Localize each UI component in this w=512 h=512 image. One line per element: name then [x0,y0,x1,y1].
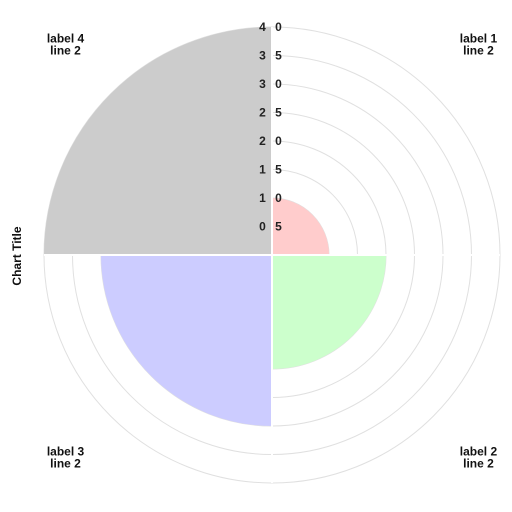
sector-4[interactable] [44,27,272,255]
tick-label: 4 0 [259,20,285,34]
tick-label: 0 5 [259,220,285,234]
sector-1[interactable] [272,198,329,255]
sector-separators [44,27,500,483]
tick-label: 1 5 [259,163,285,177]
tick-label: 2 0 [259,134,285,148]
tick-label: 2 5 [259,106,285,120]
tick-label: 3 5 [259,49,285,63]
tick-label: 1 0 [259,191,285,205]
sectors-group [44,27,386,426]
tick-label: 3 0 [259,77,285,91]
sector-3[interactable] [101,255,272,426]
tick-labels-group: 0 5 1 0 1 5 2 0 2 5 3 0 3 5 4 0 [259,20,285,234]
sector-2[interactable] [272,255,386,369]
chart-title: Chart Title [10,226,24,285]
